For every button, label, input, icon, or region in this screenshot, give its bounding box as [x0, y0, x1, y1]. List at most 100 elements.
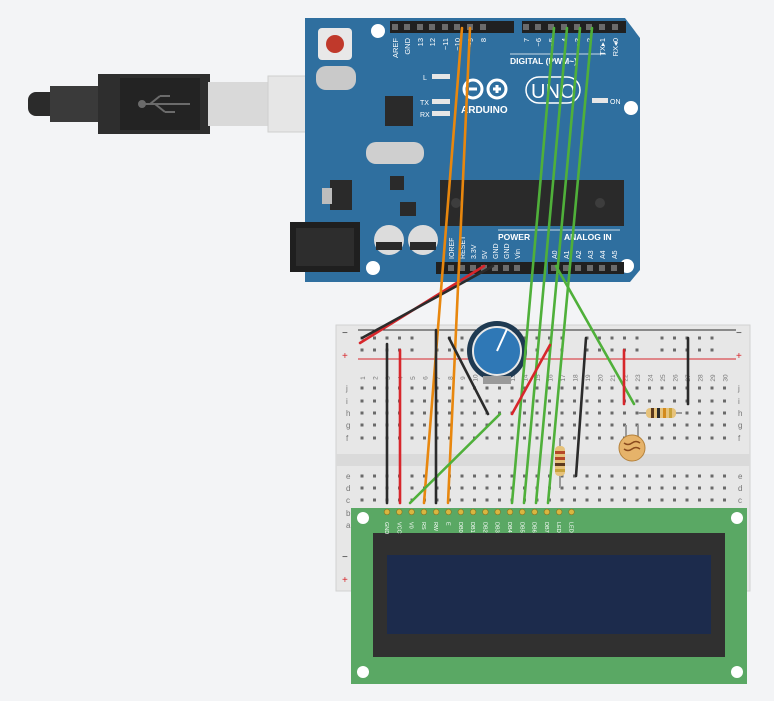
breadboard-hole[interactable] [485, 386, 489, 390]
breadboard-hole[interactable] [510, 474, 514, 478]
breadboard-hole[interactable] [648, 436, 651, 440]
breadboard-hole[interactable] [573, 498, 576, 502]
breadboard-hole[interactable] [585, 386, 589, 390]
header-pin[interactable] [599, 265, 605, 271]
breadboard-hole[interactable] [573, 423, 576, 427]
breadboard-hole[interactable] [673, 498, 676, 502]
header-pin[interactable] [459, 265, 465, 271]
breadboard-hole[interactable] [473, 474, 476, 478]
breadboard-hole[interactable] [460, 486, 464, 490]
rail-hole[interactable] [535, 336, 539, 340]
breadboard-hole[interactable] [710, 474, 714, 478]
breadboard-hole[interactable] [360, 436, 364, 440]
breadboard-hole[interactable] [685, 474, 689, 478]
breadboard-hole[interactable] [698, 436, 701, 440]
rail-hole[interactable] [598, 336, 601, 340]
breadboard-hole[interactable] [560, 423, 564, 427]
breadboard-hole[interactable] [648, 486, 651, 490]
breadboard-hole[interactable] [573, 486, 576, 490]
breadboard-hole[interactable] [535, 399, 539, 403]
breadboard-hole[interactable] [585, 486, 589, 490]
rail-hole[interactable] [373, 336, 376, 340]
wire-pot-wiper-to-v0[interactable] [408, 412, 502, 505]
breadboard-hole[interactable] [535, 423, 539, 427]
breadboard-hole[interactable] [673, 474, 676, 478]
breadboard-hole[interactable] [623, 474, 626, 478]
lcd-pin[interactable] [531, 508, 538, 516]
breadboard-hole[interactable] [610, 486, 614, 490]
breadboard-hole[interactable] [510, 486, 514, 490]
rail-hole[interactable] [410, 336, 414, 340]
lcd-pin[interactable] [519, 508, 526, 516]
rail-hole[interactable] [635, 348, 639, 352]
wire-pot-vcc[interactable] [510, 343, 552, 416]
rail-hole[interactable] [623, 336, 626, 340]
header-pin[interactable] [503, 265, 509, 271]
header-pin[interactable] [599, 24, 605, 30]
breadboard-hole[interactable] [660, 436, 664, 440]
header-pin[interactable] [480, 24, 486, 30]
breadboard-hole[interactable] [573, 411, 576, 415]
lcd-pin[interactable] [457, 508, 464, 516]
header-pin[interactable] [442, 24, 448, 30]
breadboard-hole[interactable] [410, 399, 414, 403]
breadboard-hole[interactable] [373, 474, 376, 478]
resistor-10k[interactable] [638, 408, 682, 418]
breadboard-hole[interactable] [560, 386, 564, 390]
breadboard-hole[interactable] [423, 399, 426, 403]
rail-hole[interactable] [523, 336, 526, 340]
breadboard-hole[interactable] [585, 498, 589, 502]
header-pin[interactable] [392, 24, 398, 30]
breadboard-hole[interactable] [460, 436, 464, 440]
breadboard-hole[interactable] [648, 399, 651, 403]
rail-hole[interactable] [585, 348, 589, 352]
breadboard-hole[interactable] [685, 498, 689, 502]
breadboard-hole[interactable] [573, 436, 576, 440]
breadboard-hole[interactable] [723, 436, 726, 440]
wire-pin11-to-e[interactable] [446, 26, 472, 505]
breadboard-hole[interactable] [698, 498, 701, 502]
breadboard-hole[interactable] [410, 436, 414, 440]
breadboard-hole[interactable] [723, 474, 726, 478]
header-pin[interactable] [563, 265, 569, 271]
breadboard-hole[interactable] [698, 423, 701, 427]
wire-pin3-to-db6[interactable] [534, 26, 582, 505]
breadboard-hole[interactable] [560, 399, 564, 403]
breadboard-hole[interactable] [698, 474, 701, 478]
lcd-pin[interactable] [408, 508, 415, 516]
breadboard-hole[interactable] [523, 386, 526, 390]
header-pin[interactable] [404, 24, 410, 30]
breadboard-hole[interactable] [610, 386, 614, 390]
breadboard-hole[interactable] [723, 411, 726, 415]
breadboard-hole[interactable] [698, 386, 701, 390]
lcd-pin[interactable] [568, 508, 575, 516]
breadboard-hole[interactable] [448, 386, 451, 390]
breadboard-hole[interactable] [498, 386, 501, 390]
header-pin[interactable] [561, 24, 567, 30]
breadboard-hole[interactable] [598, 498, 601, 502]
rail-hole[interactable] [710, 336, 714, 340]
breadboard-hole[interactable] [673, 386, 676, 390]
breadboard-hole[interactable] [710, 498, 714, 502]
breadboard-hole[interactable] [498, 474, 501, 478]
digital-header[interactable] [390, 21, 626, 33]
breadboard-hole[interactable] [635, 399, 639, 403]
breadboard-hole[interactable] [660, 423, 664, 427]
wire-pin4-to-db5[interactable] [522, 26, 569, 505]
breadboard-hole[interactable] [548, 386, 551, 390]
breadboard-hole[interactable] [510, 386, 514, 390]
rail-hole[interactable] [448, 348, 451, 352]
breadboard-hole[interactable] [373, 423, 376, 427]
rail-hole[interactable] [610, 336, 614, 340]
breadboard-hole[interactable] [473, 498, 476, 502]
header-pin[interactable] [523, 24, 529, 30]
breadboard-hole[interactable] [723, 399, 726, 403]
lcd-pin[interactable] [433, 508, 440, 516]
wire-led-resistor-gnd[interactable] [574, 336, 588, 478]
header-pin[interactable] [612, 24, 618, 30]
wire-gnd-to-rail[interactable] [360, 264, 495, 340]
rail-hole[interactable] [610, 348, 614, 352]
breadboard-hole[interactable] [485, 498, 489, 502]
breadboard-hole[interactable] [623, 423, 626, 427]
breadboard-hole[interactable] [585, 411, 589, 415]
